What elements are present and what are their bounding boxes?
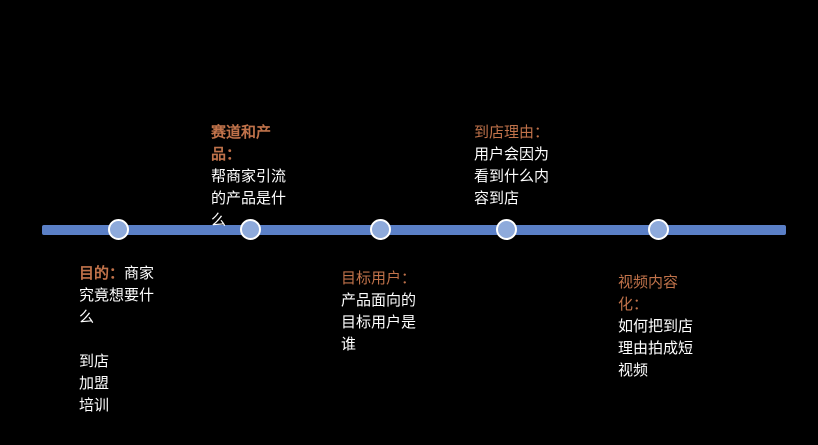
stage-goal: 目的：商家究竟想要什么 xyxy=(79,262,161,328)
stage-goal-extra-2: 加盟 xyxy=(79,374,110,392)
stage-video-text-3: 视频 xyxy=(618,361,649,379)
stage-track-text-2: 的产品是什 xyxy=(211,189,287,207)
stage-target-title: 目标用户： xyxy=(341,269,417,287)
stage-video-content: 视频内容 化： 如何把到店 理由拍成短 视频 xyxy=(618,271,693,381)
stage-video-title-1: 视频内容 xyxy=(618,273,679,291)
timeline-node-1 xyxy=(108,219,129,240)
timeline-bar xyxy=(42,225,786,235)
stage-target-text-3: 谁 xyxy=(341,335,357,353)
stage-track-title-2: 品： xyxy=(211,145,242,163)
timeline-node-3 xyxy=(370,219,391,240)
timeline-node-2 xyxy=(240,219,261,240)
stage-visit-reason: 到店理由： 用户会因为 看到什么内 容到店 xyxy=(474,121,549,209)
stage-target-text-2: 目标用户是 xyxy=(341,313,417,331)
stage-target-user: 目标用户： 产品面向的 目标用户是 谁 xyxy=(341,267,416,355)
stage-visit-text-1: 用户会因为 xyxy=(474,145,550,163)
stage-track-text-1: 帮商家引流 xyxy=(211,167,287,185)
stage-video-title-2: 化： xyxy=(618,295,649,313)
stage-visit-text-3: 容到店 xyxy=(474,189,520,207)
timeline-node-4 xyxy=(496,219,517,240)
stage-goal-extra: 到店 加盟 培训 xyxy=(79,350,109,416)
stage-video-text-1: 如何把到店 xyxy=(618,317,694,335)
stage-goal-text: 商家究竟想要什么 xyxy=(79,264,155,326)
stage-track-product: 赛道和产 品： 帮商家引流 的产品是什 么 xyxy=(211,121,286,231)
timeline-node-5 xyxy=(648,219,669,240)
stage-visit-text-2: 看到什么内 xyxy=(474,167,550,185)
stage-goal-extra-1: 到店 xyxy=(79,352,110,370)
stage-video-text-2: 理由拍成短 xyxy=(618,339,694,357)
stage-target-text-1: 产品面向的 xyxy=(341,291,417,309)
stage-goal-extra-3: 培训 xyxy=(79,396,110,414)
stage-track-text-3: 么 xyxy=(211,211,227,229)
stage-goal-title: 目的： xyxy=(79,264,125,282)
stage-visit-title: 到店理由： xyxy=(474,123,550,141)
stage-track-title-1: 赛道和产 xyxy=(211,123,272,141)
